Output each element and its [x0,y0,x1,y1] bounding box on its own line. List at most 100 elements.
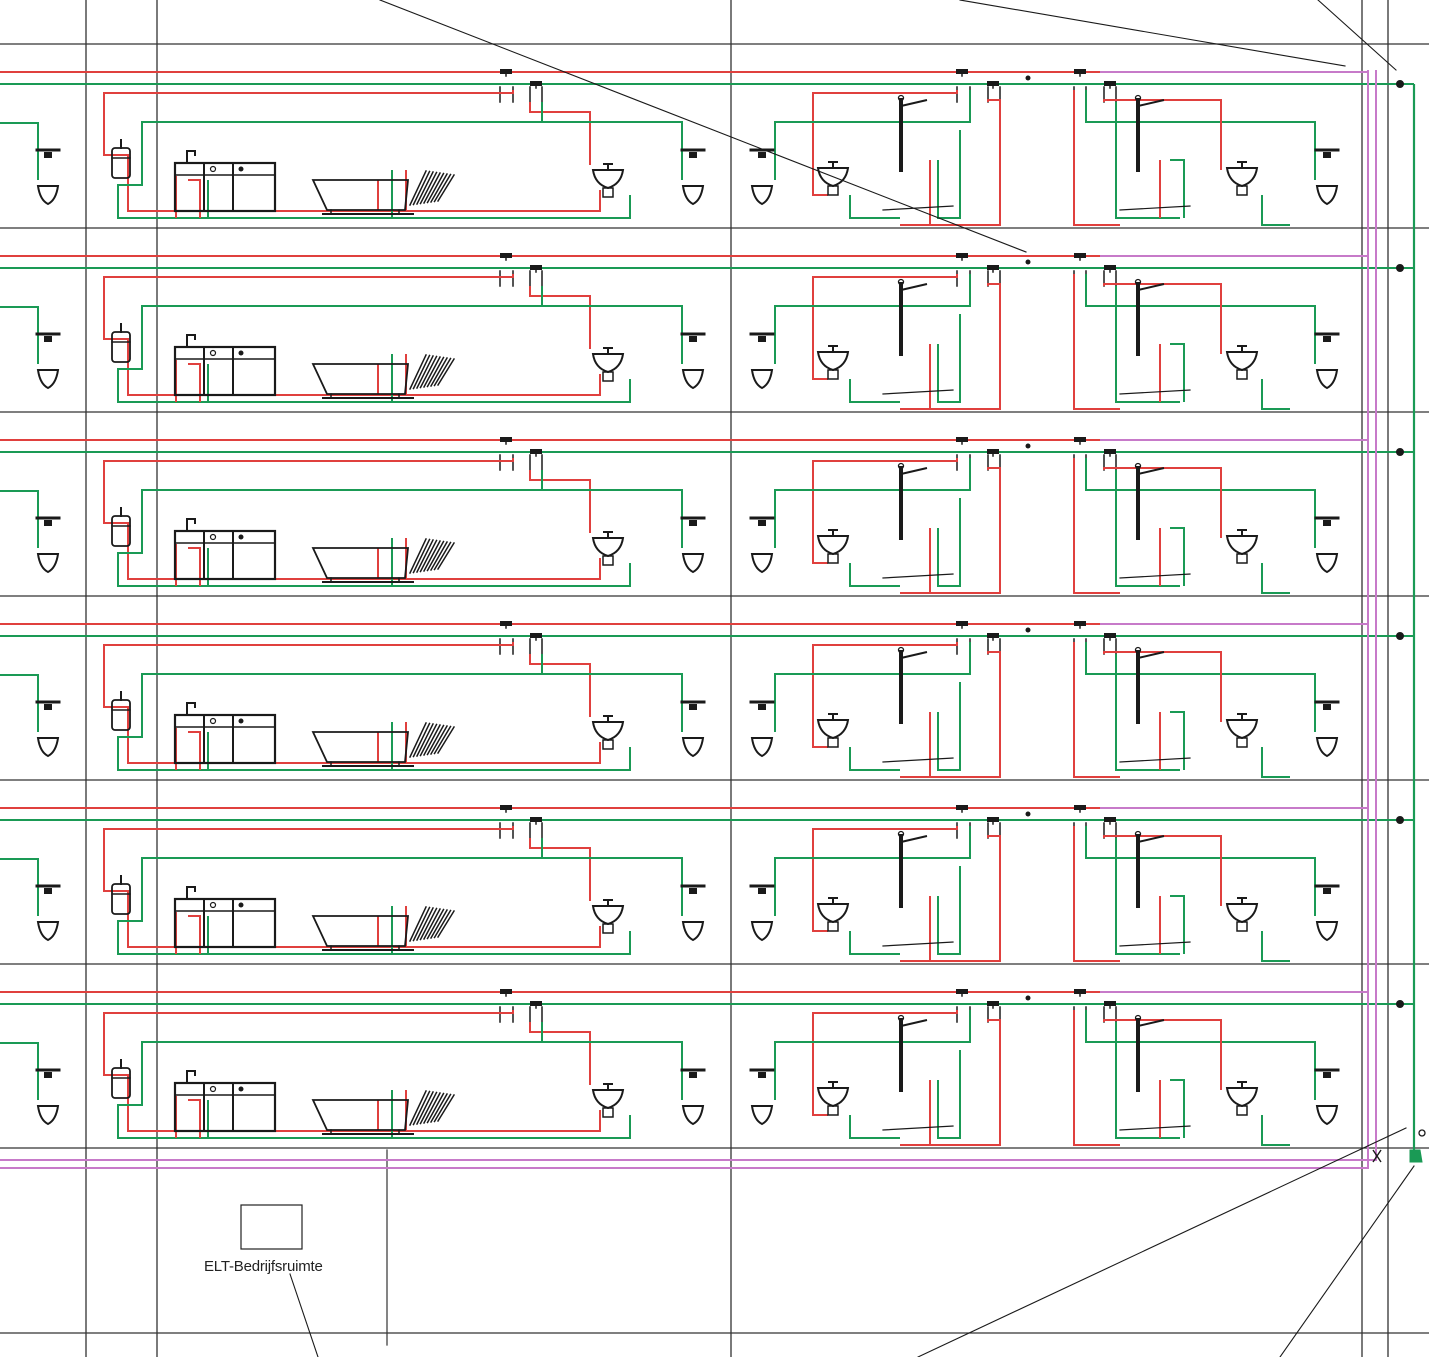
sink-valve-icon [758,152,766,158]
sink-valve-icon [758,520,766,526]
shower-cap-icon [1134,278,1142,286]
radiator-fin-icon [433,357,452,387]
sink-valve-icon [1323,704,1331,710]
trap-icon [827,553,839,564]
sink-valve-icon [1323,1072,1331,1078]
bathtub-icon [311,363,409,395]
washbasin-icon [591,537,625,558]
hot-branch [529,102,591,165]
trap-icon [1236,737,1248,748]
basin-icon [750,185,774,206]
sink-valve-icon [689,520,697,526]
kitchen-unit-icon [173,161,277,213]
kitchen-unit-icon [173,1081,277,1133]
hot-branch [103,826,601,948]
basin-icon [750,737,774,758]
hot-branch [1103,1019,1222,1090]
riser-valve-icon [1396,264,1404,272]
hot-branch [529,470,591,533]
knob-icon [209,349,217,357]
riser-valve-icon [1396,80,1404,88]
riser-valve-icon [1396,816,1404,824]
knob-icon [209,717,217,725]
cold-branch [774,274,971,364]
radiator-fin-icon [412,1090,431,1126]
riser-valve-icon [1396,448,1404,456]
meter-icon [1025,75,1031,81]
shower-head-icon [1137,467,1165,475]
shower-drain-icon [1119,941,1191,947]
hot-branch [812,538,828,564]
cold-branch [1261,747,1290,778]
sink-valve-icon [689,704,697,710]
hot-branch [188,547,201,586]
radiator-fin-icon [426,908,445,940]
sink-valve-icon [44,888,52,894]
cold-branch [774,826,971,916]
meter-icon [1025,443,1031,449]
shower-drain-icon [882,573,954,579]
cold-branch [1115,286,1180,403]
washbasin-icon [816,1087,850,1108]
washbasin-icon [1225,167,1259,188]
hot-branch [812,458,958,538]
cold-branch [542,305,683,364]
radiator-fin-icon [419,723,438,757]
radiator-fin-icon [409,906,427,942]
vertical-riser [0,70,1426,1169]
cold-branch [1085,458,1316,548]
basin-icon [36,185,60,206]
knob-icon [238,1086,244,1092]
cold-branch [1085,274,1316,364]
cold-branch [542,121,683,180]
radiator-fin-icon [419,171,438,205]
kitchen-unit-icon [173,713,277,765]
cold-branch [1115,838,1180,955]
hot-branch [812,1010,958,1090]
shower-head-icon [900,467,928,475]
cold-branch [0,490,39,548]
kitchen-faucet-icon [186,886,196,899]
check-valve-icon [1372,1149,1382,1163]
shower-drain-icon [1119,1125,1191,1131]
kitchen-unit-icon [173,345,277,397]
hot-branch [812,906,828,932]
hot-branch [529,1022,591,1085]
hot-branch [188,1099,201,1138]
trap-icon [827,369,839,380]
hot-branch [812,722,828,748]
cold-branch [117,470,631,587]
shower-head-icon [900,283,928,291]
floor-group [0,253,1414,410]
shower-head-icon [1137,651,1165,659]
basin-icon [681,369,705,390]
radiator-fin-icon [412,538,431,574]
washbasin-icon [1225,719,1259,740]
hot-branch [188,915,201,954]
bathtub-icon [311,1099,409,1131]
shower-cap-icon [1134,1014,1142,1022]
hot-branch [1073,90,1120,226]
cold-branch [0,1042,39,1100]
radiator-fin-icon [426,172,445,204]
shower-cap-icon [897,830,905,838]
radiator-fin-icon [409,354,427,390]
cold-branch [0,122,39,180]
kitchen-faucet-icon [186,150,196,163]
shower-cap-icon [897,646,905,654]
sink-valve-icon [758,888,766,894]
cold-branch [1261,379,1290,410]
cold-branch [1170,527,1185,586]
cold-branch [849,195,900,219]
cold-branch [542,857,683,916]
leader-lines [289,0,1415,1357]
kitchen-faucet-icon [186,1070,196,1083]
hot-branch [900,651,1001,778]
radiator-fin-icon [419,1091,438,1125]
radiator-fin-icon [422,355,442,389]
cold-branch [849,747,900,771]
shower-drain-icon [882,205,954,211]
sink-valve-icon [44,704,52,710]
cold-branch [937,314,961,403]
